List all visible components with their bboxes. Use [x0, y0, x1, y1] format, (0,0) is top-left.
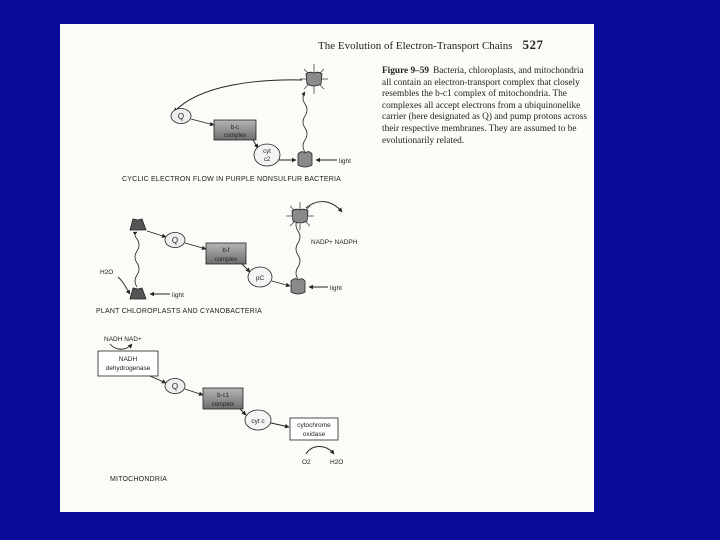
reaction-center-icon	[297, 151, 313, 168]
cyt-c-label: cyt c	[251, 418, 265, 425]
photosystem-ii-icon	[129, 287, 147, 300]
nadh-label: NADH NAD+	[104, 336, 142, 343]
nadp-label: NADP+ NADPH	[311, 239, 358, 246]
oxidase-line1: cytochrome	[297, 422, 331, 429]
textbook-page: The Evolution of Electron-Transport Chai…	[60, 24, 594, 512]
panel-mitochondria: NADH NAD+ NADH dehydrogenase Q b-c1 comp…	[97, 336, 343, 466]
photosystem-i-icon	[290, 278, 306, 295]
complex-label-line1: b-c1	[217, 393, 229, 399]
carrier-label-line1: cyt	[263, 149, 271, 155]
bf-complex-box: b-f complex	[205, 242, 247, 265]
complex-label-line2: complex	[212, 402, 234, 408]
section-label-mitochondria: MITOCHONDRIA	[110, 476, 168, 483]
section-label-purple-bacteria: CYCLIC ELECTRON FLOW IN PURPLE NONSULFUR…	[122, 176, 342, 183]
water-label: H2O	[100, 269, 113, 276]
cytochrome-oxidase-box: cytochrome oxidase	[289, 417, 339, 441]
page-number: 527	[522, 37, 544, 52]
photosystem-i-excited-icon	[286, 202, 314, 230]
bc1-complex-box: b-c1 complex	[202, 387, 244, 410]
complex-label-line2: complex	[224, 133, 246, 139]
caption-text: Bacteria, chloroplasts, and mitochondria…	[382, 66, 587, 146]
excited-reaction-center-icon	[300, 64, 328, 94]
q-label: Q	[178, 112, 184, 121]
quinone-q: Q	[170, 108, 192, 124]
page-header: The Evolution of Electron-Transport Chai…	[318, 37, 544, 53]
nadh-dehydrogenase-box: NADH dehydrogenase	[97, 350, 159, 377]
complex-label-line1: b-f	[222, 248, 229, 254]
q-label: Q	[172, 236, 178, 245]
photosystem-ii-excited-icon	[129, 218, 147, 231]
bc-complex-box: b-c complex	[213, 119, 257, 141]
water-label: H2O	[330, 459, 343, 466]
cytochrome-c: cyt c	[244, 409, 272, 431]
quinone-q: Q	[164, 232, 186, 248]
cytochrome-c2: cyt c2	[253, 143, 281, 167]
q-label: Q	[172, 382, 178, 391]
plastocyanin-pc: pC	[247, 266, 273, 288]
complex-label-line2: complex	[215, 257, 237, 263]
dehydrogenase-line2: dehydrogenase	[106, 365, 151, 372]
o2-label: O2	[302, 459, 311, 466]
section-label-chloroplasts: PLANT CHLOROPLASTS AND CYANOBACTERIA	[96, 308, 263, 315]
carrier-label-line2: c2	[264, 157, 271, 163]
pc-label: pC	[256, 275, 265, 282]
figure-label: Figure 9–59	[382, 66, 430, 76]
light-label-psii: light	[172, 292, 184, 299]
quinone-q: Q	[164, 378, 186, 394]
light-label: light	[339, 158, 351, 165]
panel-purple-bacteria: Q b-c complex cyt c2	[170, 64, 351, 168]
panel-chloroplasts: Q b-f complex pC	[100, 201, 358, 300]
running-title: The Evolution of Electron-Transport Chai…	[318, 40, 513, 52]
dehydrogenase-line1: NADH	[119, 356, 138, 363]
light-label-psi: light	[330, 285, 342, 292]
oxidase-line2: oxidase	[303, 431, 326, 438]
electron-transport-diagram: Q b-c complex cyt c2	[97, 64, 358, 466]
complex-label-line1: b-c	[231, 125, 239, 131]
